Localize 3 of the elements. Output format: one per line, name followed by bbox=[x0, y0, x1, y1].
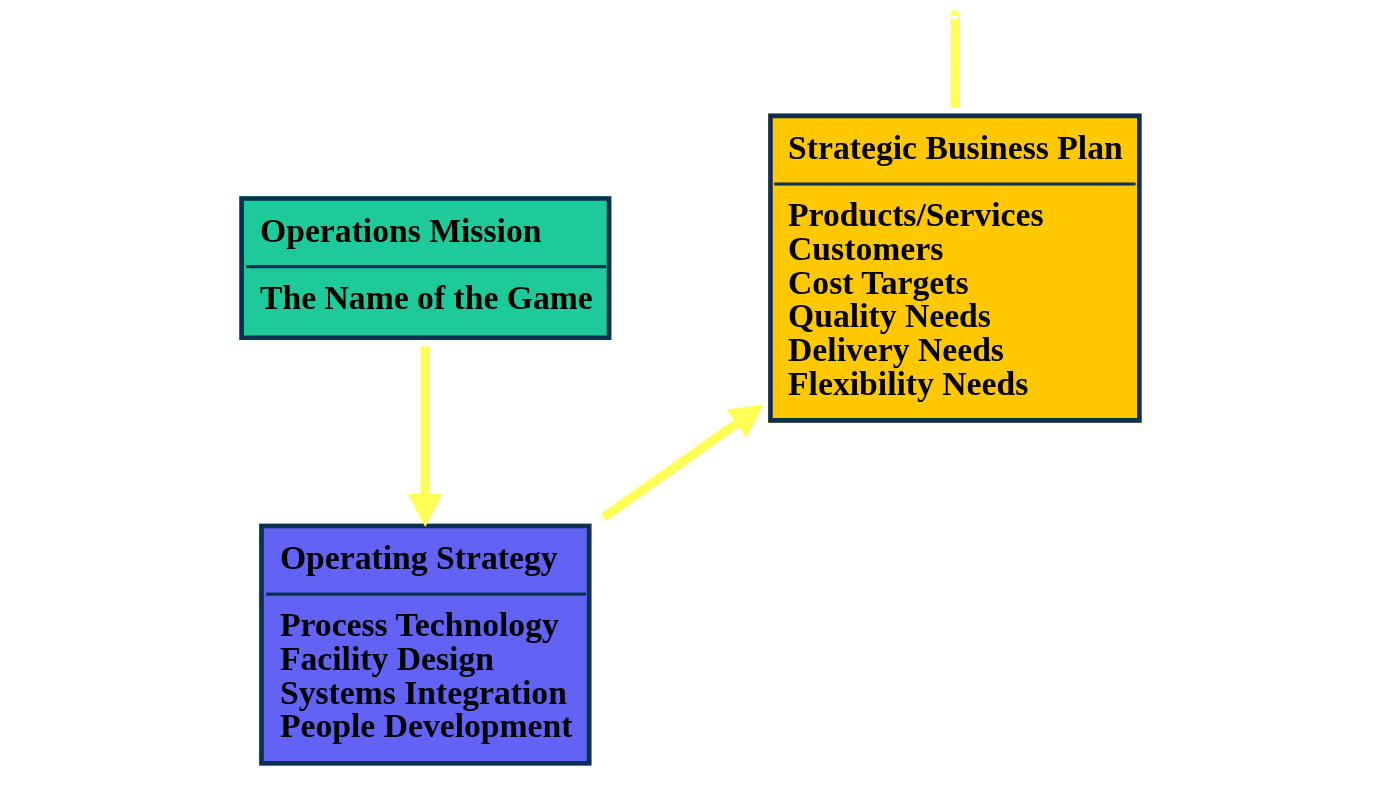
arrow bbox=[600, 404, 764, 522]
connector bbox=[949, 12, 960, 108]
arrow bbox=[407, 346, 443, 527]
